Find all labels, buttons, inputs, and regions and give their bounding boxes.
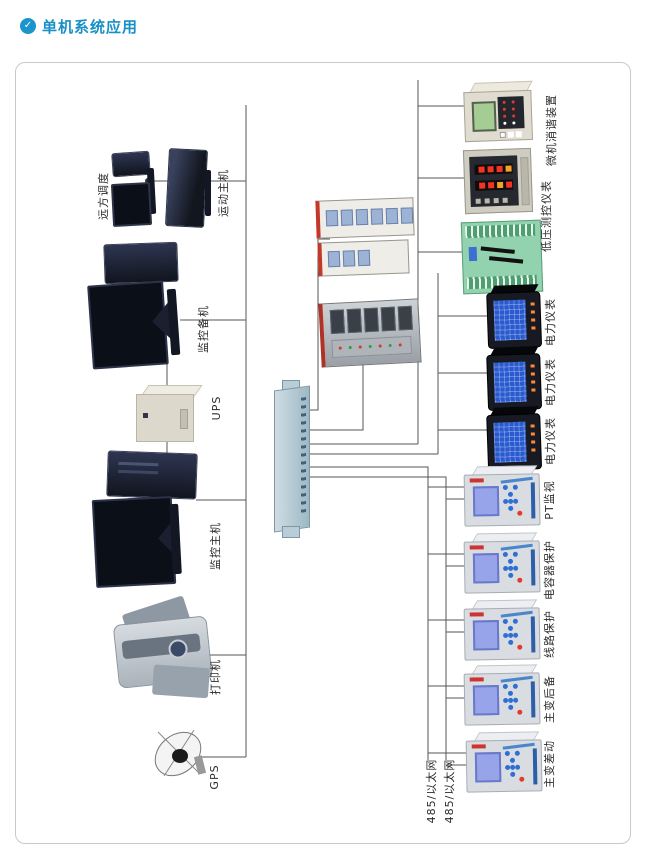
lv-meter-display2 xyxy=(474,179,514,191)
power-meter-1 xyxy=(486,284,544,349)
ups-front xyxy=(136,394,194,442)
label-ups: UPS xyxy=(210,395,223,421)
harmonic-front xyxy=(463,89,533,143)
lv-meter-case xyxy=(462,147,534,215)
remote-dispatch-tower xyxy=(111,150,151,178)
protection-rack-b xyxy=(317,239,410,277)
page-title: 单机系统应用 xyxy=(42,17,139,36)
label-bus-485-ethernet-1: 485/以太网 xyxy=(425,758,438,824)
remote-dispatch-monitor xyxy=(110,182,153,227)
power-meter-2 xyxy=(486,346,544,411)
host-tower-slot xyxy=(118,461,159,467)
lv-measure-meter xyxy=(462,147,535,215)
hub-ports xyxy=(301,397,306,516)
relay-transformer-differential xyxy=(465,731,543,793)
label-lv-measure-meter: 低压测控仪表 xyxy=(540,180,553,252)
lv-meter-buttons xyxy=(475,198,481,204)
lv-meter-display1 xyxy=(474,163,513,175)
panel-bottom-strip xyxy=(331,335,413,359)
power-meter-3 xyxy=(486,406,544,471)
label-bus-485-ethernet-2: 485/以太网 xyxy=(443,758,456,824)
label-transformer-differential: 主变差动 xyxy=(543,740,556,788)
hub-bottom-tab xyxy=(282,526,300,538)
harmonic-eliminator xyxy=(463,80,535,143)
board-slot2 xyxy=(488,256,524,264)
telecontrol-host-side xyxy=(205,170,211,216)
printer-front-tray xyxy=(151,664,210,699)
printer xyxy=(111,595,217,708)
relay-capacitor-protection xyxy=(463,532,541,594)
control-panel xyxy=(318,298,422,368)
label-monitor-host: 监控主机 xyxy=(209,522,222,570)
board-chip xyxy=(468,246,478,262)
green-terminal-board xyxy=(460,219,544,295)
ups-vent xyxy=(180,409,188,429)
harmonic-key-panel xyxy=(497,96,525,130)
panel-indicator-leds xyxy=(338,346,342,350)
verified-badge-icon: ✓ xyxy=(20,18,36,34)
harmonic-buttons xyxy=(499,131,506,138)
rack-b-modules xyxy=(327,249,371,268)
label-telecontrol-host: 运动主机 xyxy=(217,169,230,217)
host-tower-slot2 xyxy=(118,469,159,475)
page-header: ✓ 单机系统应用 xyxy=(20,16,138,36)
harmonic-leds xyxy=(502,100,506,104)
label-remote-dispatch: 远方调度 xyxy=(97,172,110,220)
lv-meter-face xyxy=(469,155,519,207)
host-tower xyxy=(106,450,198,500)
telecontrol-host-tower xyxy=(164,148,209,228)
board-slot1 xyxy=(480,246,515,254)
label-printer: 打印机 xyxy=(209,659,222,695)
panel-top-modules xyxy=(329,305,413,335)
printer-band xyxy=(121,633,201,660)
label-gps: GPS xyxy=(208,764,221,790)
hub-body xyxy=(274,385,310,533)
relay-line-protection xyxy=(463,599,541,661)
ups-led xyxy=(143,413,148,418)
relay-transformer-backup xyxy=(463,664,541,726)
protection-rack-a xyxy=(315,197,415,239)
board-terminals-top xyxy=(464,223,536,239)
relay-pt-monitor xyxy=(463,465,541,527)
harmonic-lcd xyxy=(471,101,497,132)
rack-a-modules xyxy=(325,207,414,227)
gps-dish xyxy=(154,729,207,777)
backup-tower xyxy=(103,241,179,285)
lv-meter-side-strip xyxy=(520,156,530,206)
